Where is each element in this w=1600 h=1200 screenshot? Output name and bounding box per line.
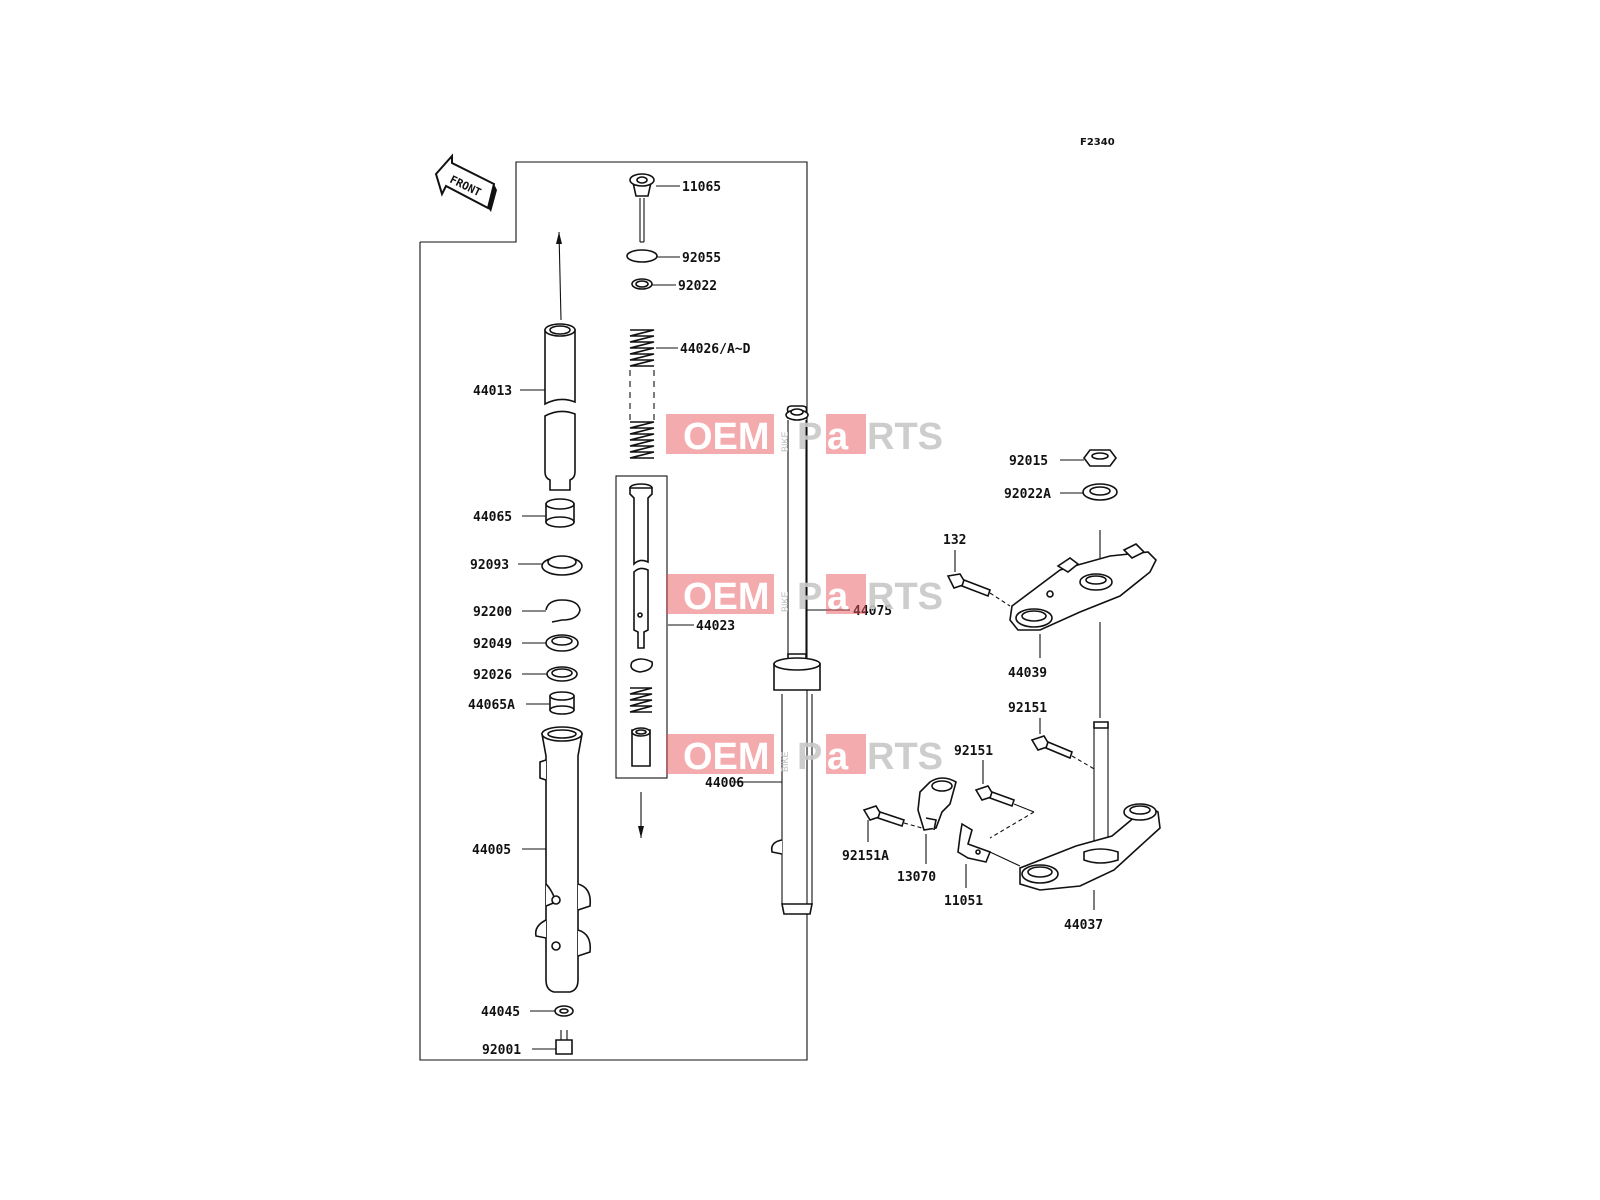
guide-arrow-44013 [558,231,562,321]
label-13070: 13070 [897,870,936,885]
part-92151-bolt-mid [974,760,1035,839]
watermark-3: OEM BIKE P a RTS [666,734,943,778]
label-44037: 44037 [1064,918,1103,933]
part-44039-upper-bracket [1009,530,1157,658]
svg-text:P: P [797,576,822,618]
part-44026-spring [629,329,678,459]
label-44013: 44013 [473,384,512,399]
label-11065: 11065 [682,180,721,195]
part-92093-dust-seal [518,555,583,576]
part-11051-bracket [957,822,1021,888]
watermark-2: OEM BIKE P a RTS [666,574,943,618]
part-92049-oil-seal [522,634,579,652]
label-11051: 11051 [944,894,983,909]
part-92026-washer [522,666,578,682]
part-92022A-washer [1060,483,1118,501]
svg-text:RTS: RTS [867,576,943,618]
part-44065A-bushing [526,691,575,715]
label-44005: 44005 [472,843,511,858]
label-92015: 92015 [1009,454,1048,469]
label-92022: 92022 [678,279,717,294]
part-132-bolt [946,550,1011,607]
part-44006-inner-tube [735,405,850,915]
label-132: 132 [943,533,966,548]
svg-text:a: a [827,736,849,778]
label-92001: 92001 [482,1043,521,1058]
label-92151-top: 92151 [1008,701,1047,716]
label-44065A: 44065A [468,698,515,713]
svg-text:BIKE: BIKE [780,591,790,612]
label-44026: 44026/A~D [680,342,751,357]
svg-text:OEM: OEM [683,576,770,618]
label-92200: 92200 [473,605,512,620]
label-44075: 44075 [853,604,892,619]
svg-text:BIKE: BIKE [780,751,790,772]
label-44006: 44006 [705,776,744,791]
part-13070-guide [917,777,957,864]
part-44023-box [615,475,668,779]
label-92151A: 92151A [842,849,889,864]
svg-text:P: P [797,416,822,458]
svg-text:RTS: RTS [867,736,943,778]
part-44023-damper-rod [629,483,654,767]
label-44045: 44045 [481,1005,520,1020]
label-44023: 44023 [696,619,735,634]
svg-text:BIKE: BIKE [780,431,790,452]
part-92015-nut [1060,449,1117,467]
part-92151A-bolt [862,805,923,842]
part-44005-outer-tube [522,726,592,993]
svg-text:OEM: OEM [683,416,770,458]
svg-text:a: a [827,416,849,458]
figure-code: F2340 [1080,137,1115,148]
part-11065-cap-bolt [629,173,680,243]
part-92200-circlip [545,599,581,623]
part-92151-bolt-top [1030,718,1097,771]
part-44013-fork-tube [520,323,576,491]
label-44065: 44065 [473,510,512,525]
svg-text:RTS: RTS [867,416,943,458]
front-arrow-icon: FRONT [434,153,497,212]
part-44045-gasket [530,1005,574,1017]
label-92022A: 92022A [1004,487,1051,502]
part-92001-bolt [532,1030,573,1055]
label-92093: 92093 [470,558,509,573]
label-92026: 92026 [473,668,512,683]
part-44037-lower-bracket [1019,721,1161,910]
svg-text:OEM: OEM [683,736,770,778]
part-44065-bushing [522,498,575,528]
label-92151-mid: 92151 [954,744,993,759]
part-92055-o-ring [626,249,658,263]
fork-assembly-boundary [419,161,808,1061]
watermark-1: OEM BIKE P a RTS [666,414,943,458]
svg-text:a: a [827,576,849,618]
svg-text:P: P [797,736,822,778]
label-44039: 44039 [1008,666,1047,681]
label-92055: 92055 [682,251,721,266]
label-92049: 92049 [473,637,512,652]
